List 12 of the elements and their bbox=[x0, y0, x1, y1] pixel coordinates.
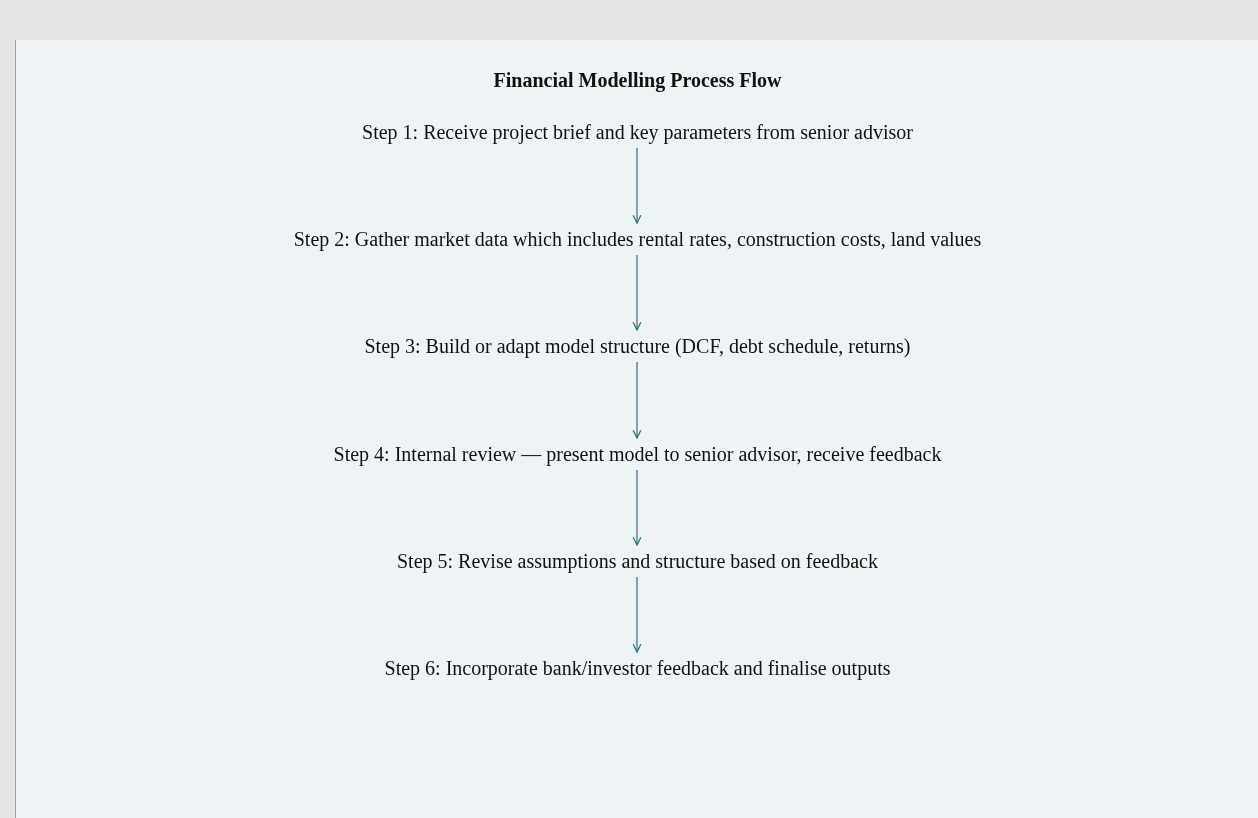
arrow bbox=[632, 361, 642, 439]
step-text: Step 1: Receive project brief and key parameters from senior advisor bbox=[362, 120, 913, 144]
step-text: Step 3: Build or adapt model structure (DCF, debt schedule, returns) bbox=[364, 334, 911, 358]
arrow bbox=[632, 147, 642, 224]
step-text: Step 2: Gather market data which includes rental rates, construction costs, land values bbox=[293, 227, 982, 251]
arrow bbox=[632, 254, 642, 331]
arrow bbox=[632, 576, 642, 653]
step-text: Step 6: Incorporate bank/investor feedback and finalise outputs bbox=[384, 656, 891, 680]
arrow bbox=[632, 469, 642, 546]
diagram-title: Financial Modelling Process Flow bbox=[493, 68, 782, 92]
step-text: Step 4: Internal review — present model to senior advisor, receive feedback bbox=[333, 442, 942, 466]
step-text: Step 5: Revise assumptions and structure based on feedback bbox=[397, 549, 878, 573]
